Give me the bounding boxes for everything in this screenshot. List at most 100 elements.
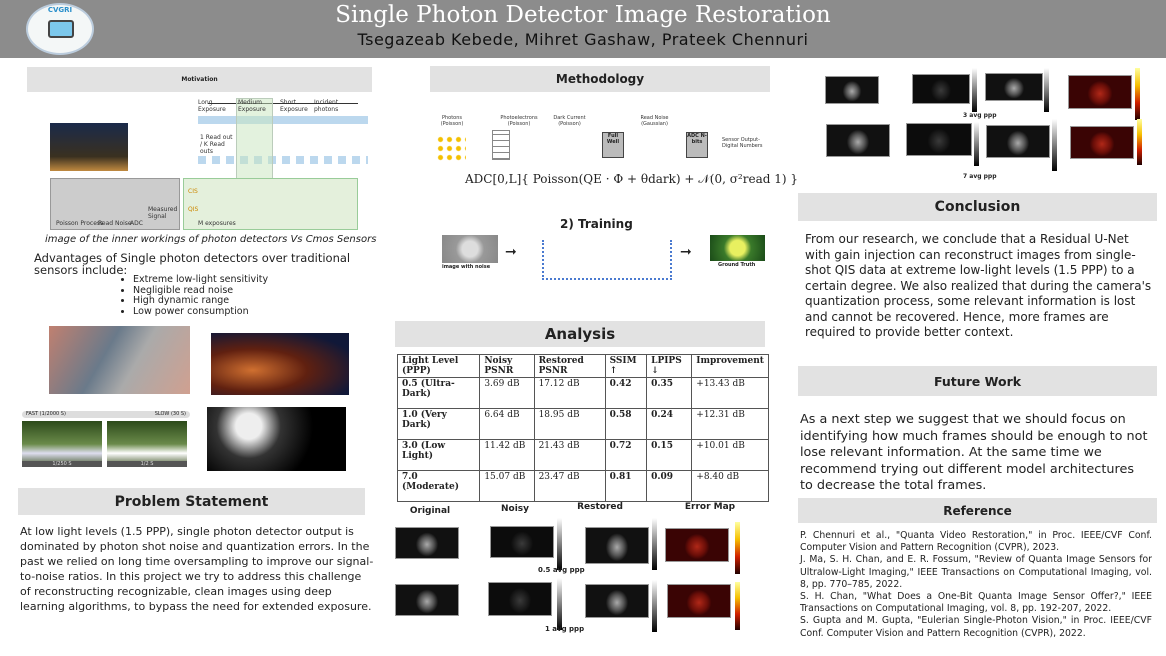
col-label-noisy: Noisy — [500, 504, 530, 514]
original-image — [826, 124, 890, 157]
stage-photoelectrons: Photoelectrons (Poisson) — [500, 115, 538, 127]
future-work-text: As a next step we suggest that we should… — [800, 412, 1148, 493]
stage-photons: Photons (Poisson) — [440, 115, 464, 127]
problem-text: At low light levels (1.5 PPP), single ph… — [20, 525, 374, 613]
input-label: image with noise — [442, 264, 491, 270]
column-header: LPIPS ↓ — [646, 354, 693, 378]
reference-item: S. H. Chan, "What Does a One-Bit Quanta … — [800, 591, 1152, 615]
table-cell: 17.12 dB — [533, 377, 606, 409]
future-work-heading: Future Work — [798, 366, 1157, 396]
table-cell: 1.0 (Very Dark) — [396, 408, 481, 440]
advantage-item: Extreme low-light sensitivity — [133, 274, 268, 286]
table-cell: 6.64 dB — [479, 408, 535, 440]
unet-diagram — [542, 240, 672, 280]
noisy-image — [488, 582, 552, 616]
table-cell: 21.43 dB — [533, 439, 606, 471]
poster-header — [0, 0, 1166, 58]
readout-label: 1 Read out / K Read outs — [200, 134, 233, 155]
colorbar — [1135, 68, 1140, 120]
figure-caption: image of the inner workings of photon de… — [45, 234, 377, 245]
full-well-box: Full Well — [602, 132, 624, 158]
table-cell: 0.42 — [604, 377, 648, 409]
cis-label: CIS — [188, 188, 198, 195]
shutter-speed-bar: FAST (1/2000 S) SLOW (30 S) — [22, 411, 190, 418]
advantages-list: Extreme low-light sensitivity Negligible… — [133, 274, 268, 318]
cvgri-logo: CVGRI — [26, 3, 94, 55]
table-cell: 23.47 dB — [533, 470, 606, 502]
advantage-item: Low power consumption — [133, 306, 268, 318]
slow-label: SLOW (30 S) — [154, 411, 186, 417]
waterfall-fast-photo: 1/250 S — [22, 421, 102, 467]
col-label-error-map: Error Map — [684, 502, 736, 512]
colorbar — [1044, 68, 1049, 112]
measured-signal-label: Measured Signal — [148, 206, 178, 220]
medium-exposure-label: Medium Exposure — [238, 99, 266, 113]
logo-text: CVGRI — [47, 6, 73, 14]
table-cell: 0.58 — [604, 408, 648, 440]
table-cell: 15.07 dB — [479, 470, 535, 502]
m-exposures-label: M exposures — [198, 220, 236, 227]
long-exposure-label: Long Exposure — [198, 99, 226, 113]
city-photo — [50, 123, 128, 171]
error-map-image — [665, 528, 729, 562]
shutter-slow-label: 1/2 S — [107, 461, 187, 467]
problem-heading: Problem Statement — [18, 488, 365, 515]
colorbar — [972, 68, 977, 112]
advantage-item: High dynamic range — [133, 295, 268, 307]
original-image — [395, 527, 459, 559]
output-label: Ground Truth — [718, 262, 756, 268]
col-label-restored: Restored — [577, 502, 623, 512]
ppp-label-7: 7 avg ppp — [963, 173, 997, 180]
incident-photons-label: Incident photons — [314, 99, 339, 113]
noisy-input-image — [442, 235, 498, 263]
shutter-fast-label: 1/250 S — [22, 461, 102, 467]
reference-item: S. Gupta and M. Gupta, "Eulerian Single-… — [800, 615, 1152, 639]
table-cell: 0.5 (Ultra-Dark) — [396, 377, 481, 409]
colorbar — [735, 522, 740, 574]
read-noise-label: Read Noise — [98, 220, 132, 227]
noisy-image — [912, 74, 970, 104]
colorbar — [652, 580, 657, 632]
noisy-image — [906, 123, 972, 156]
colorbar — [735, 582, 740, 630]
table-cell: +12.31 dB — [691, 408, 769, 440]
ppp-label-3: 3 avg ppp — [963, 112, 997, 119]
ppp-label-1: 1 avg ppp — [545, 625, 585, 633]
qualitative-results-high-ppp: 3 avg ppp 7 avg ppp — [820, 64, 1160, 184]
reference-item: J. Ma, S. H. Chan, and E. R. Fossum, "Re… — [800, 554, 1152, 590]
sensor-diagram: Long Exposure Medium Exposure Short Expo… — [48, 98, 368, 233]
reference-heading: Reference — [798, 498, 1157, 523]
colorbar — [557, 578, 562, 630]
arrow-icon: ➞ — [680, 244, 692, 260]
poster-title: Single Photon Detector Image Restoration — [335, 2, 831, 28]
sensor-grid-icon — [492, 130, 510, 160]
conclusion-text: From our research, we conclude that a Re… — [805, 232, 1152, 339]
table-cell: 0.09 — [646, 470, 693, 502]
error-map-image — [1070, 126, 1134, 159]
fast-label: FAST (1/2000 S) — [26, 411, 66, 417]
colorbar — [1137, 119, 1142, 165]
qualitative-results: Original Noisy Restored Error Map 0.5 av… — [395, 500, 770, 640]
authors: Tsegazeab Kebede, Mihret Gashaw, Prateek… — [357, 30, 809, 49]
table-cell: 3.0 (Low Light) — [396, 439, 481, 471]
conclusion-heading: Conclusion — [798, 193, 1157, 221]
colorbar — [1052, 119, 1057, 171]
table-cell: +13.43 dB — [691, 377, 769, 409]
error-map-image — [667, 584, 731, 618]
short-exposure-label: Short Exposure — [280, 99, 308, 113]
noisy-image — [490, 526, 554, 558]
ppp-label-0-5: 0.5 avg ppp — [538, 566, 585, 574]
original-image — [825, 76, 879, 104]
phones-photo — [49, 326, 190, 394]
reference-item: P. Chennuri et al., "Quanta Video Restor… — [800, 530, 1152, 554]
training-heading: 2) Training — [560, 217, 633, 231]
restored-image — [986, 125, 1050, 158]
stage-dark-current: Dark Current (Poisson) — [553, 115, 586, 127]
table-cell: 18.95 dB — [533, 408, 606, 440]
poisson-label: Poisson Process — [56, 220, 104, 227]
